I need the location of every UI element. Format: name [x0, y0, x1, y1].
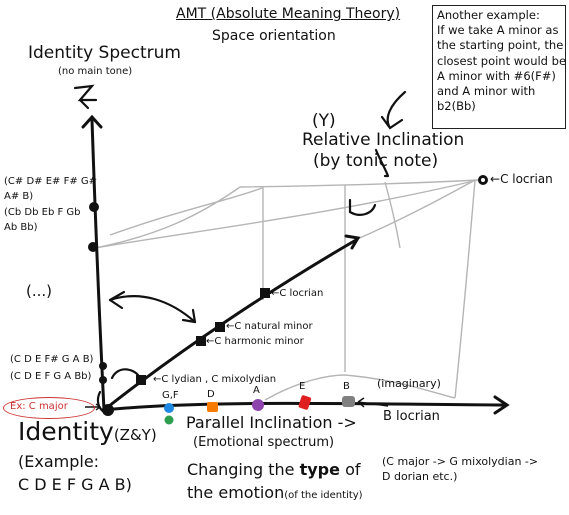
c-lydian-mixolydian-marker [136, 375, 146, 385]
identity-spectrum-subtitle: (no main tone) [58, 66, 133, 77]
c-mixed-label: (C D E F G A Bb) [10, 371, 92, 382]
relative-inclination-title: Relative Inclination [302, 130, 465, 150]
note-line: A minor with #6(F#) [437, 68, 556, 83]
c-lydian-mixolydian-label: ←C lydian , C mixolydian [153, 374, 277, 385]
d-major-dot [99, 362, 107, 370]
sharp-notes-line-2: A# B) [4, 191, 34, 202]
identity-spectrum-title: Identity Spectrum [28, 43, 181, 63]
c-locrian-label: ←C locrian [271, 288, 324, 299]
curved-double-arrow [108, 295, 197, 324]
changing-type-text: Changing the type of the emotion(of the … [187, 460, 363, 503]
note-line: b2(Bb) [437, 99, 476, 114]
d-point-label: D [207, 389, 215, 400]
u-scribble [348, 198, 377, 216]
sharp-set-dot [89, 202, 99, 212]
identity-axis-arrowhead [81, 114, 103, 129]
gf-point-label: G,F [162, 390, 179, 401]
b-point-label: B [343, 381, 350, 392]
cube-guides [94, 179, 479, 401]
note-line: and A minor with [437, 83, 536, 98]
relative-axis-line [102, 238, 358, 412]
identity-origin-dot [102, 404, 114, 416]
note-line: Another example: [437, 8, 540, 22]
y-axis-letter: (Y) [312, 111, 336, 131]
gf-point-green [164, 415, 174, 425]
page-title: AMT (Absolute Meaning Theory) [176, 6, 401, 22]
flat-notes-line-1: (Cb Db Eb F Gb [4, 207, 81, 218]
note-line: the starting point, the [437, 38, 564, 53]
imaginary-label: (imaginary) [377, 377, 441, 390]
c-natural-minor-marker [215, 322, 225, 332]
parallel-axis-line [102, 401, 507, 412]
page-subtitle: Space orientation [212, 28, 336, 44]
sharp-notes-line-1: (C# D# E# F# G# [4, 176, 98, 187]
d-point [207, 402, 218, 412]
identity-example: (Example: C D E F G A B) [18, 450, 132, 496]
emotional-spectrum-label: (Emotional spectrum) [193, 435, 335, 450]
relative-axis-arrowhead [344, 234, 361, 250]
ellipsis-label: (...) [26, 282, 53, 300]
identity-title: Identity(Z&Y) [18, 417, 157, 447]
flat-set-dot [88, 242, 98, 252]
ex-c-major-label: Ex: C major [10, 401, 68, 412]
example-notes: C D E F G A B) [18, 475, 132, 495]
parallel-inclination-title: Parallel Inclination -> [186, 413, 357, 432]
gf-point-blue [164, 403, 174, 413]
e-point-label: E [299, 381, 306, 392]
e-point [298, 395, 312, 410]
identity-axes: (Z&Y) [113, 426, 157, 444]
note-pointer-arrow [380, 90, 407, 130]
z-letter-scribble [73, 84, 98, 110]
another-example-note: Another example: If we take A minor as t… [432, 5, 566, 129]
c-mixed-dot [99, 376, 107, 384]
b-locrian-label: B locrian [383, 409, 440, 424]
c-locrian-marker [260, 288, 270, 298]
flat-notes-line-2: Ab Bb) [4, 222, 38, 233]
main-axes [81, 114, 510, 415]
c-harmonic-minor-marker [196, 336, 206, 346]
a-point-label: A [253, 385, 260, 396]
identity-word: Identity [18, 417, 114, 446]
c-natural-minor-label: ←C natural minor [226, 321, 313, 332]
b-locrian-pointer [357, 397, 389, 408]
ex-c-major-ellipse [3, 397, 95, 419]
mode-chain-example: (C major -> G mixolydian -> D dorian etc… [382, 455, 539, 483]
parallel-axis-arrowhead [493, 395, 510, 415]
note-line: closest point would be [437, 53, 567, 68]
c-harmonic-minor-label: ←C harmonic minor [206, 336, 304, 347]
c-locrian-corner-label: ←C locrian [490, 172, 553, 186]
example-label: (Example: [18, 452, 100, 471]
relative-inclination-subtitle: (by tonic note) [313, 151, 439, 171]
a-point [252, 399, 264, 411]
small-curved-arrow [110, 368, 142, 380]
note-line: If we take A minor as [437, 23, 559, 38]
b-point [342, 396, 355, 407]
d-major-label: (C D E F# G A B) [10, 354, 94, 365]
